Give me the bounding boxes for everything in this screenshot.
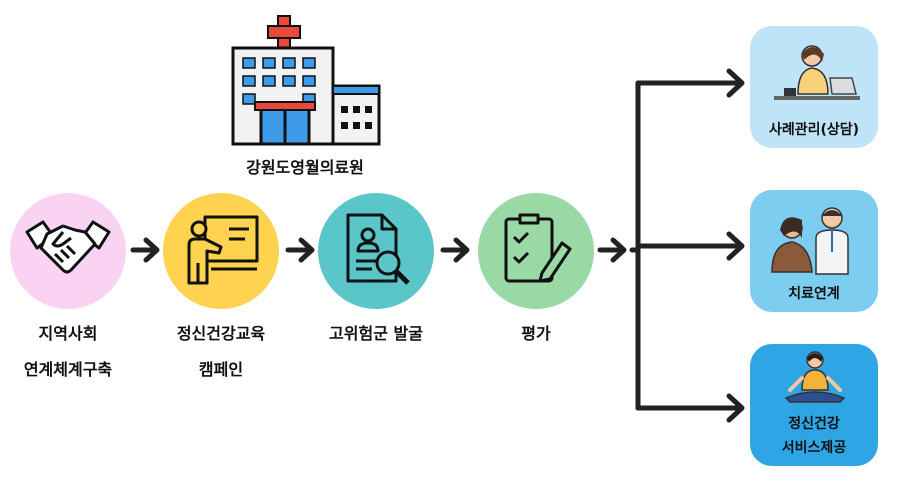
meditation-icon [780, 350, 850, 408]
arrow-right-icon [635, 68, 745, 98]
outcome-card-service: 정신건강 서비스제공 [750, 344, 878, 466]
outcome-card-case-management: 사례관리(상담) [750, 26, 878, 148]
step-circle-evaluation [478, 193, 594, 309]
step-circle-education [163, 193, 279, 309]
step-label-screening: 고위험군 발굴 [329, 324, 423, 343]
arrow-right-icon [597, 237, 627, 263]
hospital-icon [225, 10, 385, 150]
doctor-patient-icon [766, 202, 862, 282]
outcome-label-service: 정신건강 서비스제공 [781, 416, 847, 456]
step-label-evaluation: 평가 [521, 324, 551, 343]
outcome-label-treatment: 치료연계 [788, 286, 840, 302]
phone-counselor-icon [772, 38, 862, 120]
step-circle-community [10, 193, 126, 309]
handshake-icon [23, 214, 113, 288]
arrow-right-icon [635, 231, 745, 261]
outcome-card-treatment: 치료연계 [750, 190, 878, 312]
arrow-right-icon [635, 393, 745, 423]
checklist-icon [498, 211, 574, 291]
document-search-icon [340, 211, 412, 291]
arrow-right-icon [440, 237, 470, 263]
arrow-right-icon [130, 237, 160, 263]
outcome-label-case-management: 사례관리(상담) [768, 122, 860, 138]
hospital-name: 강원도영월의료원 [246, 158, 364, 177]
step-circle-screening [318, 193, 434, 309]
arrow-right-icon [285, 237, 315, 263]
teacher-board-icon [181, 211, 261, 291]
